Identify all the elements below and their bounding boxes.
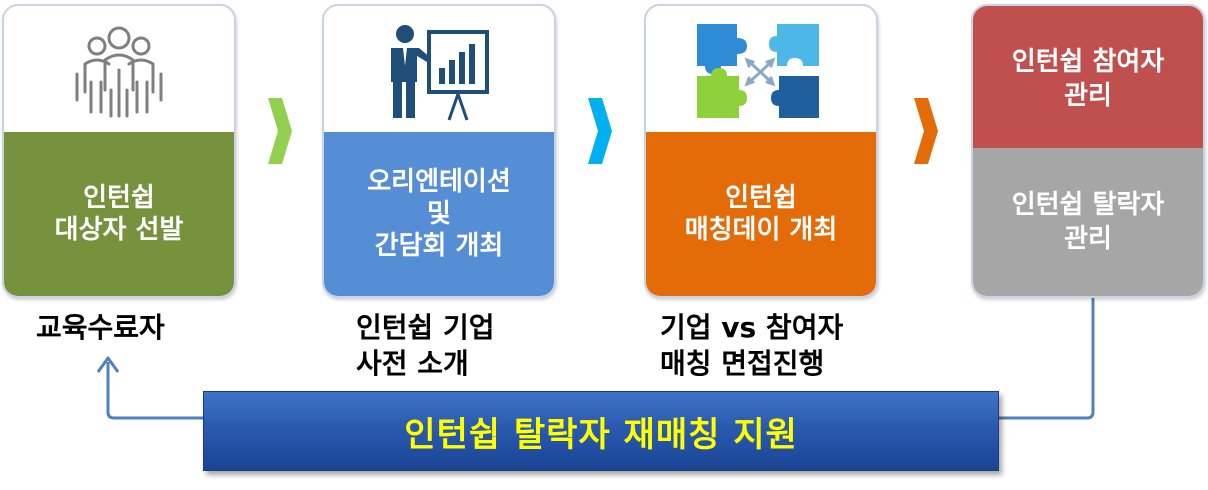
step-title-line: 인턴쉽 xyxy=(725,183,797,213)
step-card-orientation: 오리엔테이션 및 간담회 개최 xyxy=(322,4,556,298)
connector-arrowhead xyxy=(96,356,120,373)
step-band: 인턴쉽 대상자 선발 xyxy=(4,132,234,296)
step-title-line: 오리엔테이션 xyxy=(367,167,511,197)
caption-line: 기업 vs 참여자 xyxy=(660,311,844,344)
participant-management-band: 인턴쉽 참여자 관리 xyxy=(973,6,1203,152)
caption-orientation: 인턴쉽 기업 사전 소개 xyxy=(356,310,495,382)
dropout-management-band: 인턴쉽 탈락자 관리 xyxy=(973,148,1203,296)
caption-line: 사전 소개 xyxy=(356,347,469,380)
step-band: 오리엔테이션 및 간담회 개최 xyxy=(324,132,554,296)
caption-line: 교육수료자 xyxy=(36,311,165,344)
step-card-selection: 인턴쉽 대상자 선발 xyxy=(2,4,236,298)
step-title-line: 인턴쉽 xyxy=(83,183,155,213)
banner-text: 인턴쉽 탈락자 재매칭 지원 xyxy=(404,414,798,455)
caption-matching: 기업 vs 참여자 매칭 면접진행 xyxy=(660,310,843,382)
chevron-right-icon xyxy=(588,98,612,164)
group-people-icon xyxy=(4,6,234,134)
rematching-banner: 인턴쉽 탈락자 재매칭 지원 xyxy=(203,391,999,471)
chevron-right-icon xyxy=(914,98,938,164)
band-title-line: 인턴쉽 탈락자 xyxy=(1011,190,1165,220)
step-title-line: 매칭데이 개최 xyxy=(684,215,838,245)
band-title-line: 관리 xyxy=(1064,224,1112,254)
puzzle-matching-icon xyxy=(646,6,876,134)
step-title-line: 간담회 개최 xyxy=(374,231,504,261)
step-title-line: 및 xyxy=(427,199,451,229)
presenter-chart-icon xyxy=(324,6,554,134)
caption-line: 인턴쉽 기업 xyxy=(356,311,495,344)
connector-right xyxy=(999,298,1095,420)
chevron-right-icon xyxy=(268,98,292,164)
band-title-line: 관리 xyxy=(1064,81,1112,111)
caption-selection: 교육수료자 xyxy=(36,310,165,346)
caption-line: 매칭 면접진행 xyxy=(660,347,825,380)
step-card-matching: 인턴쉽 매칭데이 개최 xyxy=(644,4,878,298)
step-title-line: 대상자 선발 xyxy=(54,215,184,245)
connector-left xyxy=(106,362,203,420)
step-band: 인턴쉽 매칭데이 개최 xyxy=(646,132,876,296)
step-card-management: 인턴쉽 참여자 관리 인턴쉽 탈락자 관리 xyxy=(971,4,1205,298)
band-title-line: 인턴쉽 참여자 xyxy=(1011,47,1165,77)
